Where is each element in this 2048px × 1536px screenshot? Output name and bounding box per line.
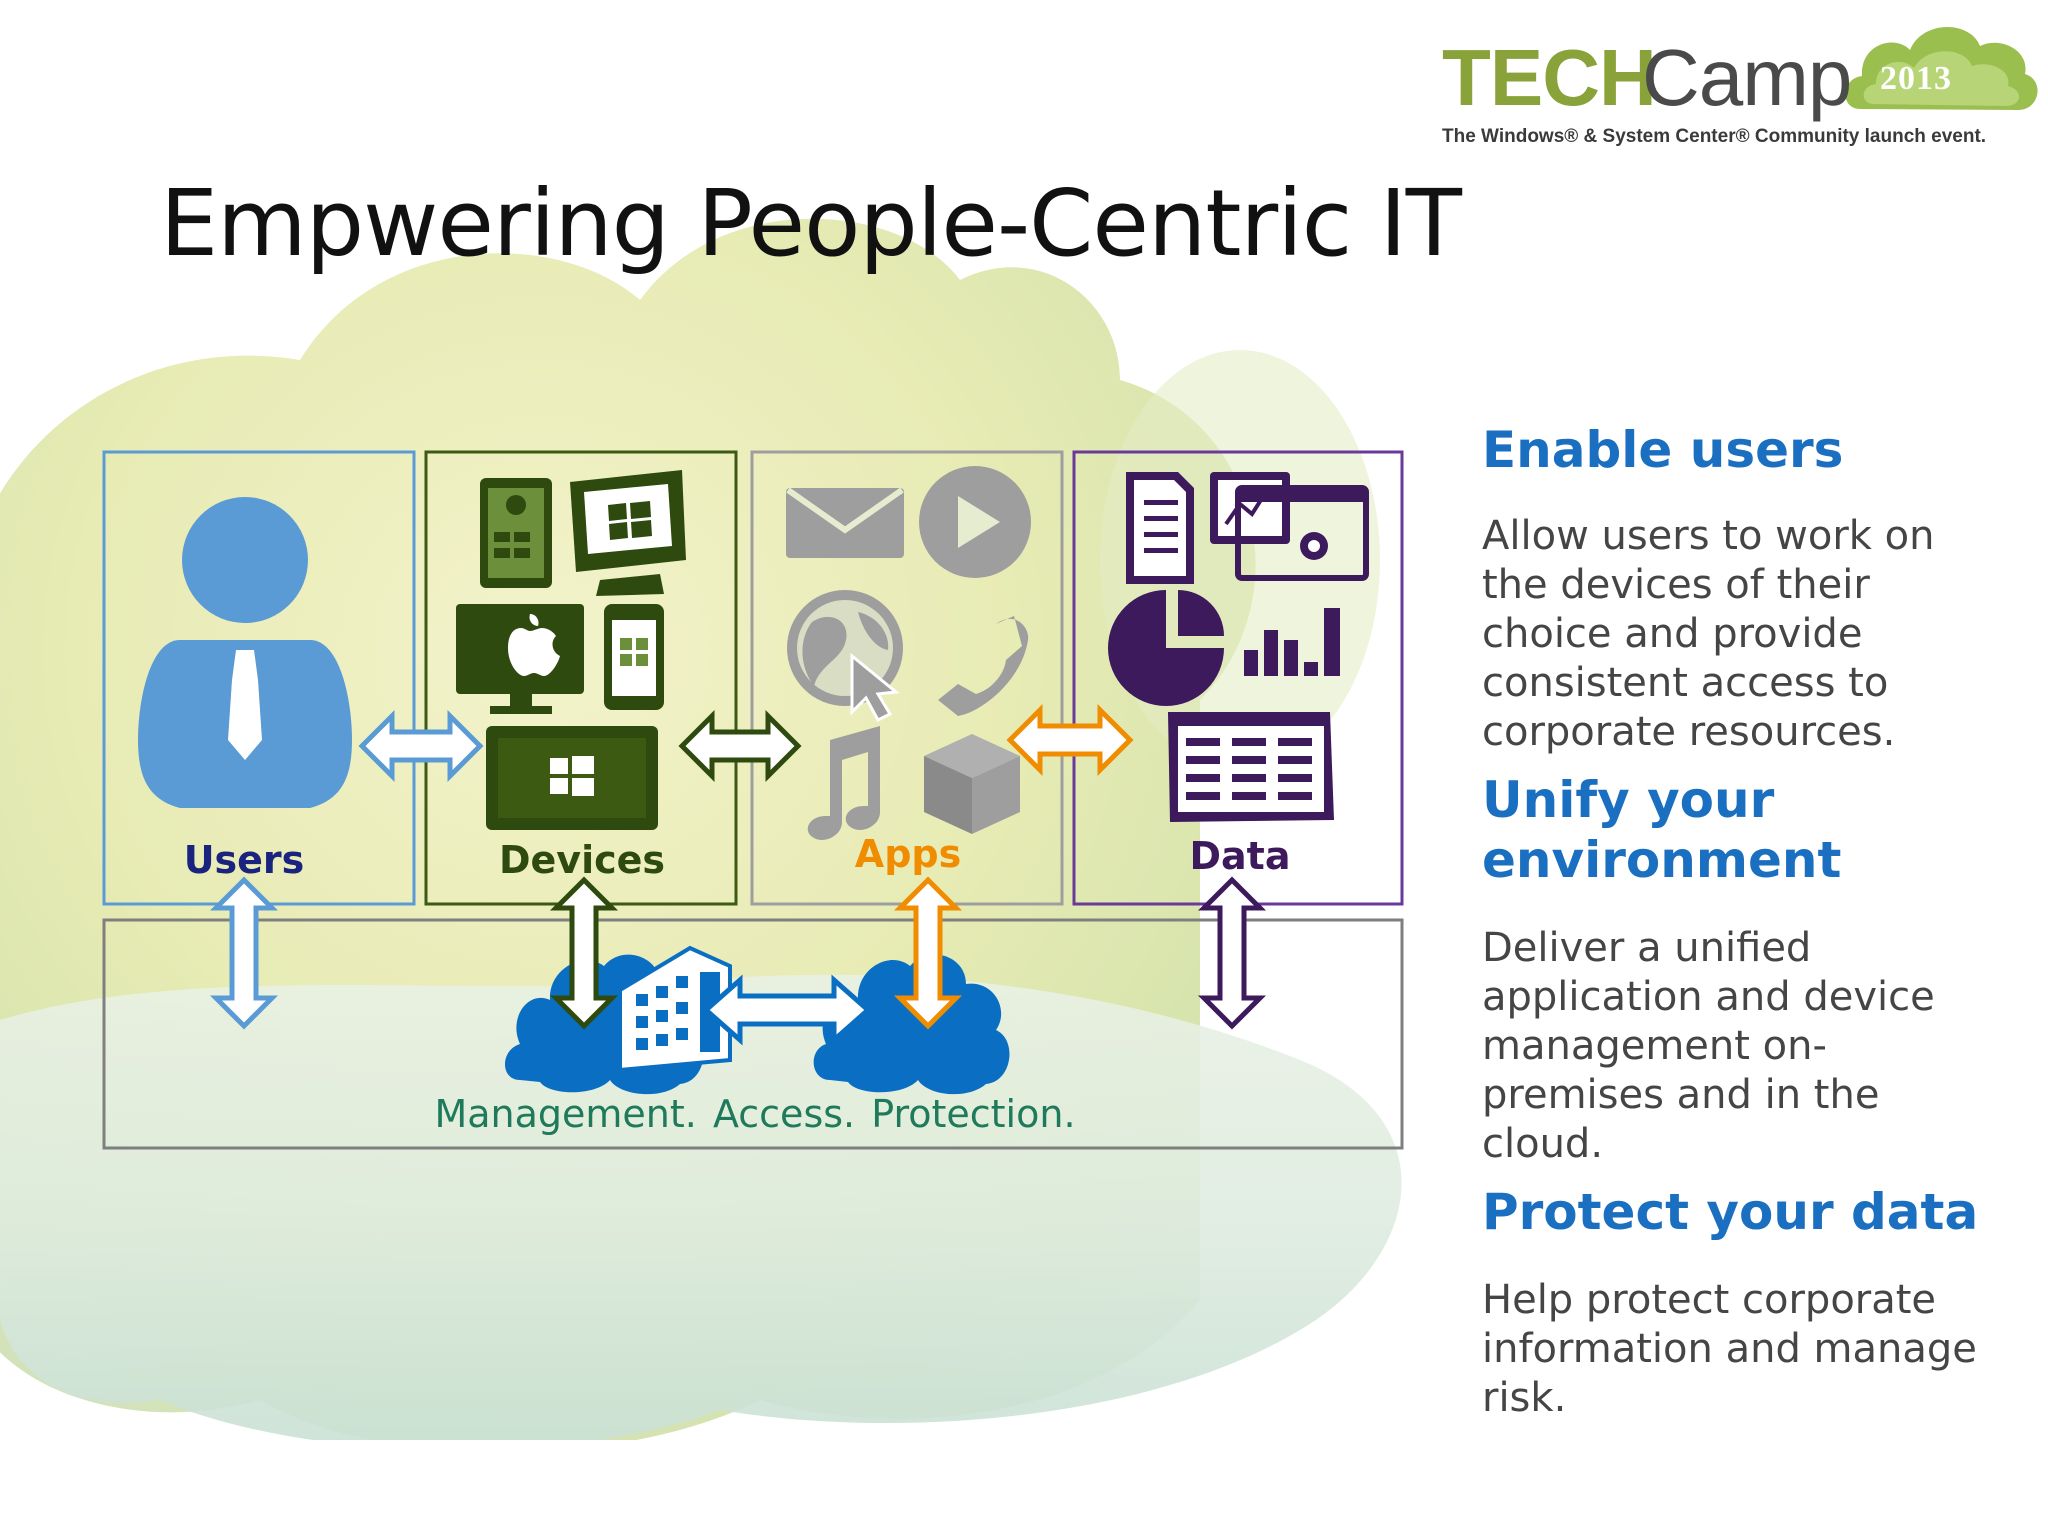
devices-apps-arrow bbox=[678, 709, 802, 783]
unify-environment-body: Deliver a unified application and device… bbox=[1482, 925, 1935, 1167]
devices-management-arrow bbox=[549, 876, 619, 1030]
globe-cursor-icon bbox=[787, 590, 903, 722]
chart-window-icon bbox=[1210, 472, 1369, 581]
data-label: Data bbox=[1189, 834, 1291, 878]
windows-monitor-icon bbox=[570, 470, 686, 596]
android-tablet-icon bbox=[480, 478, 552, 588]
techcamp-logo: TECH Camp 2013 The Windows® & System Cen… bbox=[1400, 14, 2040, 164]
devices-label: Devices bbox=[498, 838, 666, 882]
play-icon bbox=[919, 466, 1031, 578]
logo-year: 2013 bbox=[1880, 60, 1952, 97]
apps-label: Apps bbox=[854, 832, 962, 876]
users-devices-arrow bbox=[358, 709, 484, 783]
bar-chart-icon bbox=[1244, 608, 1340, 676]
logo-tagline: The Windows® & System Center® Community … bbox=[1442, 126, 1987, 147]
unify-environment-heading: Unify your environment bbox=[1482, 771, 1842, 889]
package-icon bbox=[924, 734, 1020, 834]
unify-environment-section: Unify your environment Deliver a unified… bbox=[1482, 770, 2002, 1169]
protect-data-section: Protect your data Help protect corporate… bbox=[1482, 1182, 2012, 1423]
cloud-to-cloud-arrow bbox=[702, 974, 872, 1046]
enable-users-body: Allow users to work on the devices of th… bbox=[1482, 513, 1935, 755]
slide-title: Empwering People-Centric IT bbox=[160, 170, 1462, 277]
users-label: Users bbox=[183, 838, 305, 882]
apps-management-arrow bbox=[893, 876, 963, 1030]
protect-data-body: Help protect corporate information and m… bbox=[1482, 1277, 1977, 1421]
apple-monitor-icon bbox=[456, 604, 584, 714]
document-icon bbox=[1126, 472, 1194, 584]
data-management-arrow bbox=[1197, 876, 1267, 1030]
users-management-arrow bbox=[209, 876, 279, 1030]
logo-cloud-icon bbox=[1845, 26, 2038, 111]
pie-chart-icon bbox=[1108, 590, 1224, 706]
enable-users-heading: Enable users bbox=[1482, 421, 1844, 479]
protect-data-heading: Protect your data bbox=[1482, 1183, 1979, 1241]
apps-data-arrow bbox=[1006, 703, 1134, 777]
user-icon bbox=[138, 497, 352, 808]
mail-icon bbox=[786, 487, 904, 558]
windows-phone-icon bbox=[604, 604, 664, 710]
phone-icon bbox=[938, 616, 1029, 716]
windows-tablet-icon bbox=[486, 726, 658, 830]
music-icon bbox=[807, 726, 880, 841]
management-box bbox=[102, 918, 1404, 1150]
logo-camp-text: Camp bbox=[1642, 33, 1852, 122]
logo-tech-text: TECH bbox=[1442, 33, 1657, 122]
cloud-icon bbox=[813, 954, 1010, 1095]
management-tagline: Management. Access. Protection. bbox=[434, 1092, 1076, 1136]
enable-users-section: Enable users Allow users to work on the … bbox=[1482, 420, 1935, 755]
table-icon bbox=[1168, 712, 1334, 822]
